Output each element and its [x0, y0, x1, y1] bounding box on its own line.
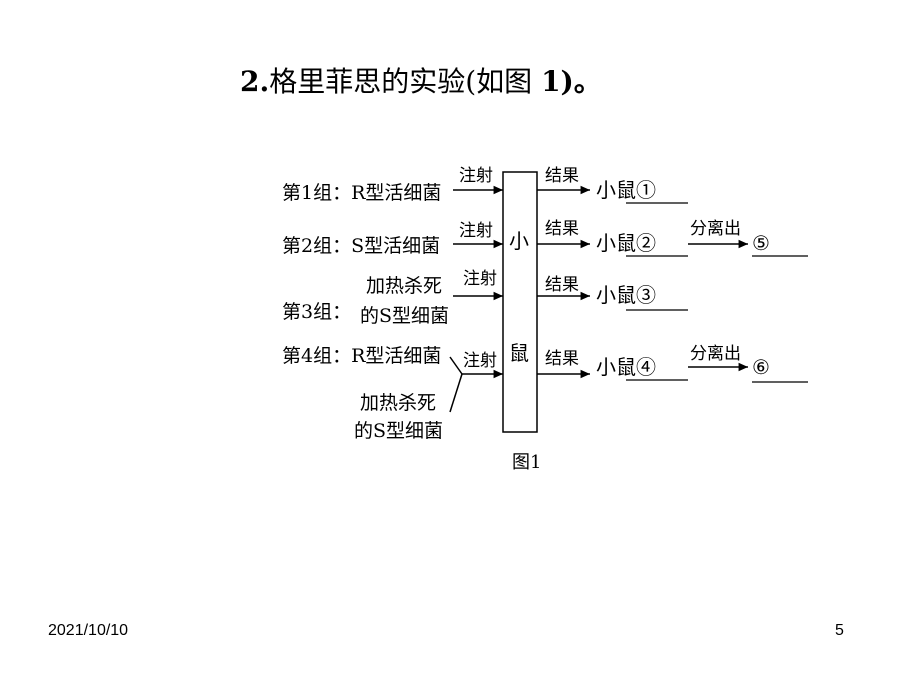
result-label-3: 结果	[545, 275, 579, 295]
separate-label-2: 分离出	[690, 219, 741, 239]
result-label-1: 结果	[545, 166, 579, 186]
inject-label-1: 注射	[459, 166, 493, 186]
title-number: 2.	[240, 65, 270, 98]
figure-caption: 图1	[512, 452, 541, 473]
group4-extra-line2: 的S型细菌	[354, 420, 443, 442]
group3-label-line1: 加热杀死	[366, 275, 442, 297]
product-5: ⑤	[752, 231, 770, 255]
mouse-outcome-1: 小鼠①	[596, 178, 656, 202]
mouse-box	[502, 171, 538, 433]
title-text: 格里菲思的实验(如图	[269, 65, 542, 98]
group1-label: 第1组：R型活细菌	[282, 182, 441, 204]
group3-label-prefix: 第3组：	[282, 301, 351, 323]
inject-label-3: 注射	[463, 269, 497, 289]
inject-label-2: 注射	[459, 221, 493, 241]
mouse-outcome-4: 小鼠④	[596, 355, 656, 379]
inject-label-4: 注射	[463, 351, 497, 371]
title-closing: )。	[560, 65, 602, 98]
title-figure-ref: 1	[541, 65, 561, 98]
mouse-outcome-2: 小鼠②	[596, 231, 656, 255]
separate-label-4: 分离出	[690, 344, 741, 364]
mouse-outcome-3: 小鼠③	[596, 283, 656, 307]
result-label-4: 结果	[545, 349, 579, 369]
group2-label: 第2组：S型活细菌	[282, 235, 440, 257]
footer-date: 2021/10/10	[48, 622, 129, 639]
group3-label-line2: 的S型细菌	[360, 305, 449, 327]
product-6: ⑥	[752, 355, 770, 379]
group4-label: 第4组：R型活细菌	[282, 345, 441, 367]
mouse-box-char2: 鼠	[509, 341, 529, 365]
footer-page-number: 5	[835, 622, 844, 639]
result-label-2: 结果	[545, 219, 579, 239]
group4-extra-line1: 加热杀死	[360, 392, 436, 414]
slide-title: 2.格里菲思的实验(如图 1)。	[240, 62, 602, 102]
group4-bracket-upper	[449, 356, 463, 375]
mouse-box-char1: 小	[509, 229, 529, 253]
group4-bracket-lower	[449, 373, 463, 413]
